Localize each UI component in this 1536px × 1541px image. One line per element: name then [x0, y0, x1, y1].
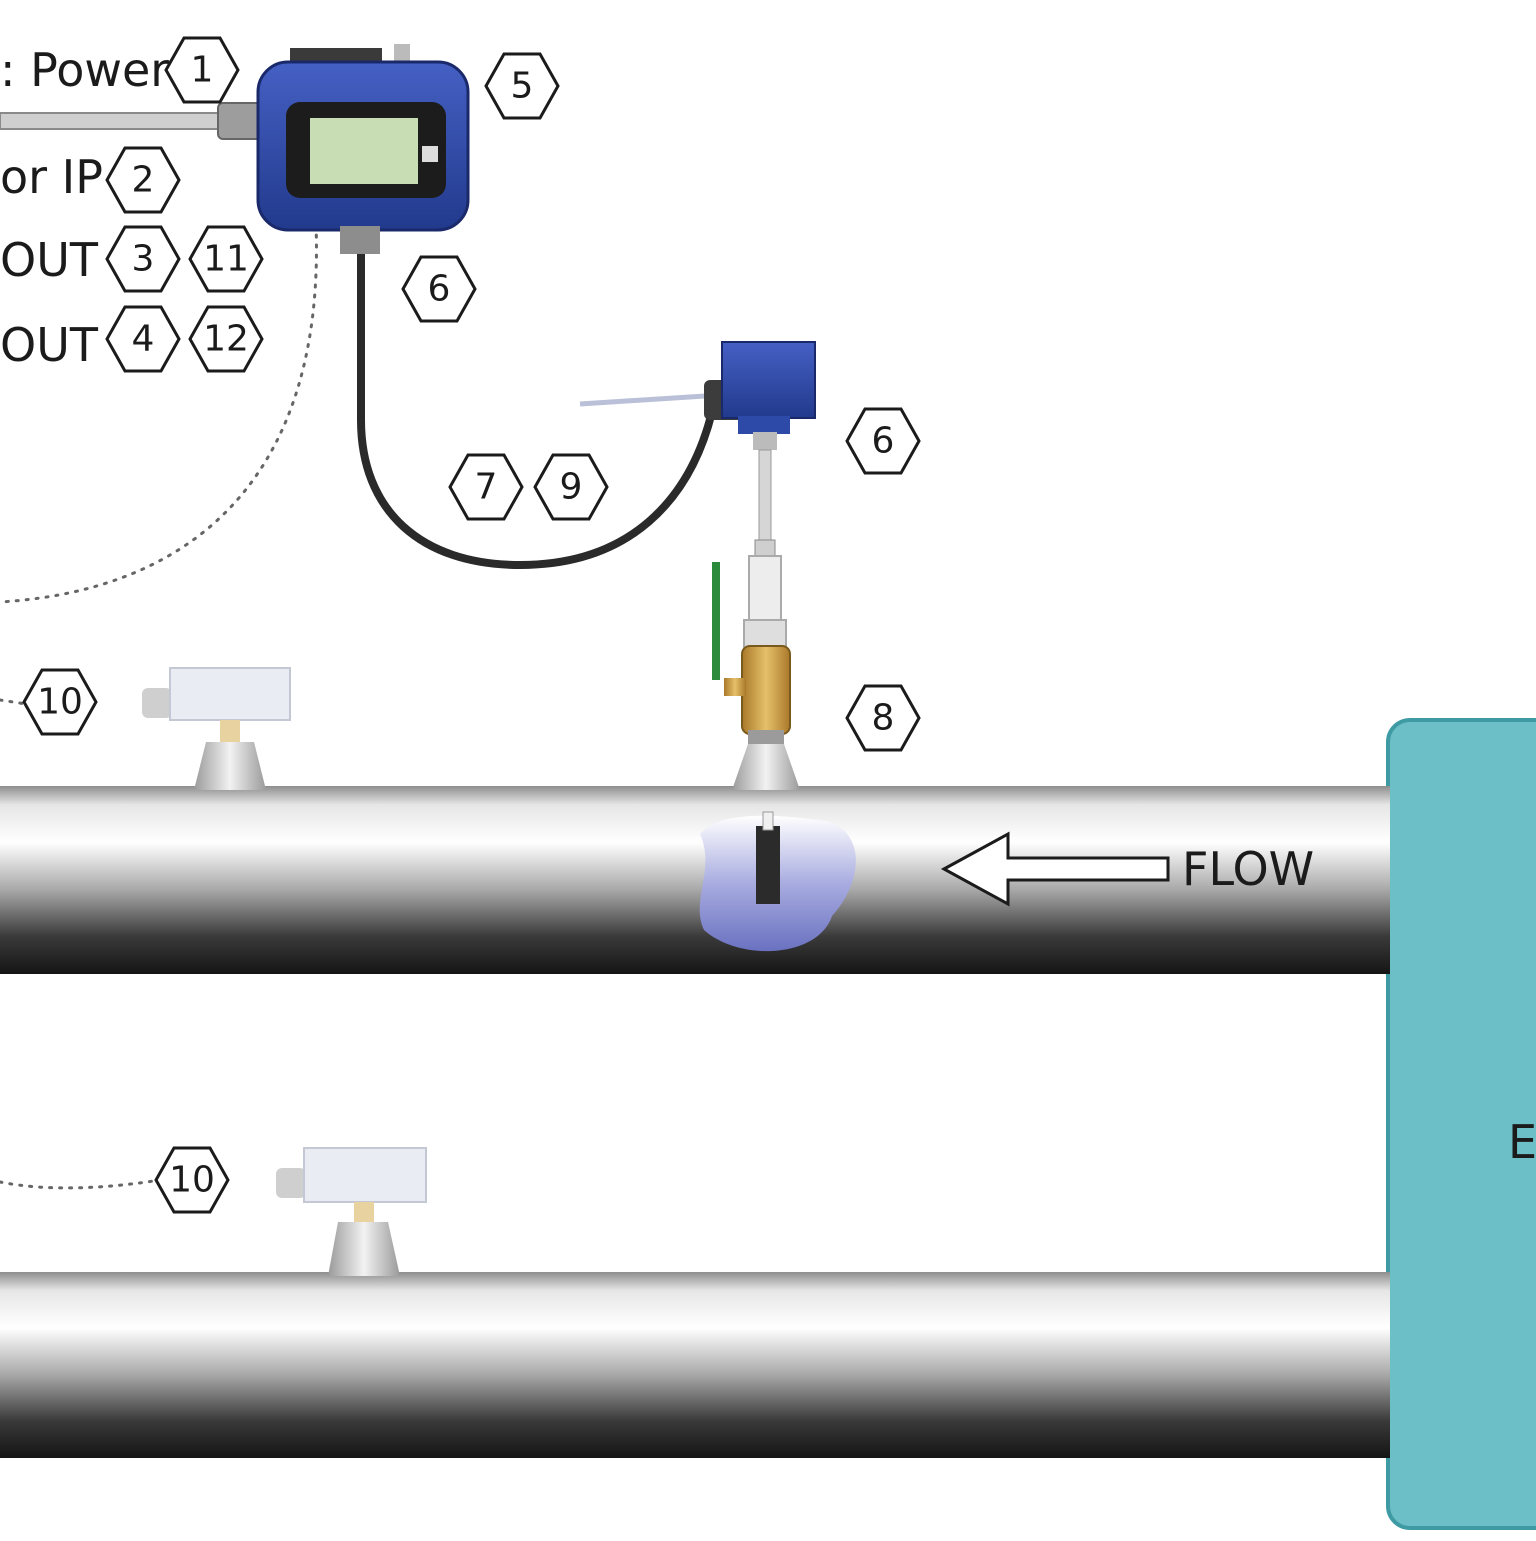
output-label-b: OUT — [0, 318, 99, 372]
power-conduit — [0, 102, 265, 140]
svg-text:6: 6 — [872, 421, 895, 462]
transmitter-display-unit — [256, 44, 470, 254]
ip-label: or IP — [0, 150, 103, 204]
ball-valve — [712, 562, 800, 790]
svg-text:12: 12 — [203, 319, 249, 360]
callout-10-upper: 10 — [22, 668, 98, 736]
callout-8: 8 — [845, 684, 921, 752]
svg-text:8: 8 — [872, 698, 895, 739]
svg-text:10: 10 — [169, 1160, 215, 1201]
output-label-a: OUT — [0, 233, 99, 287]
svg-text:3: 3 — [132, 239, 155, 280]
pipe-cutaway — [699, 811, 856, 952]
callout-4: 4 — [105, 305, 181, 373]
svg-text:4: 4 — [132, 319, 155, 360]
flow-switch-upper — [142, 667, 291, 790]
equipment-box: E — [1386, 718, 1536, 1530]
callout-5: 5 — [484, 52, 560, 120]
svg-text:2: 2 — [132, 160, 155, 201]
svg-text:9: 9 — [560, 467, 583, 508]
callout-1: 1 — [164, 36, 240, 104]
svg-text:7: 7 — [475, 467, 498, 508]
callout-6-sensor: 6 — [845, 407, 921, 475]
lcd-display — [310, 118, 418, 184]
flow-label: FLOW — [1182, 842, 1314, 896]
svg-text:6: 6 — [428, 269, 451, 310]
svg-text:11: 11 — [203, 239, 249, 280]
sensor-cable — [357, 254, 716, 570]
callout-12: 12 — [188, 305, 264, 373]
insertion-sensor — [579, 341, 816, 651]
callout-10-lower: 10 — [154, 1146, 230, 1214]
equipment-box-label: E — [1508, 1115, 1536, 1169]
callout-2: 2 — [105, 146, 181, 214]
callout-6-cable: 6 — [401, 255, 477, 323]
flow-arrow: FLOW — [940, 831, 1314, 907]
callout-11: 11 — [188, 225, 264, 293]
callout-3: 3 — [105, 225, 181, 293]
callout-9: 9 — [533, 453, 609, 521]
callout-7: 7 — [448, 453, 524, 521]
svg-text:5: 5 — [511, 66, 534, 107]
svg-text:1: 1 — [191, 50, 214, 91]
svg-text:10: 10 — [37, 682, 83, 723]
flow-switch-lower — [276, 1147, 427, 1276]
lower-pipe — [0, 1272, 1390, 1458]
power-label: : Power — [0, 43, 169, 97]
wireless-link-left — [0, 698, 28, 706]
wireless-link-lower — [0, 1178, 162, 1190]
